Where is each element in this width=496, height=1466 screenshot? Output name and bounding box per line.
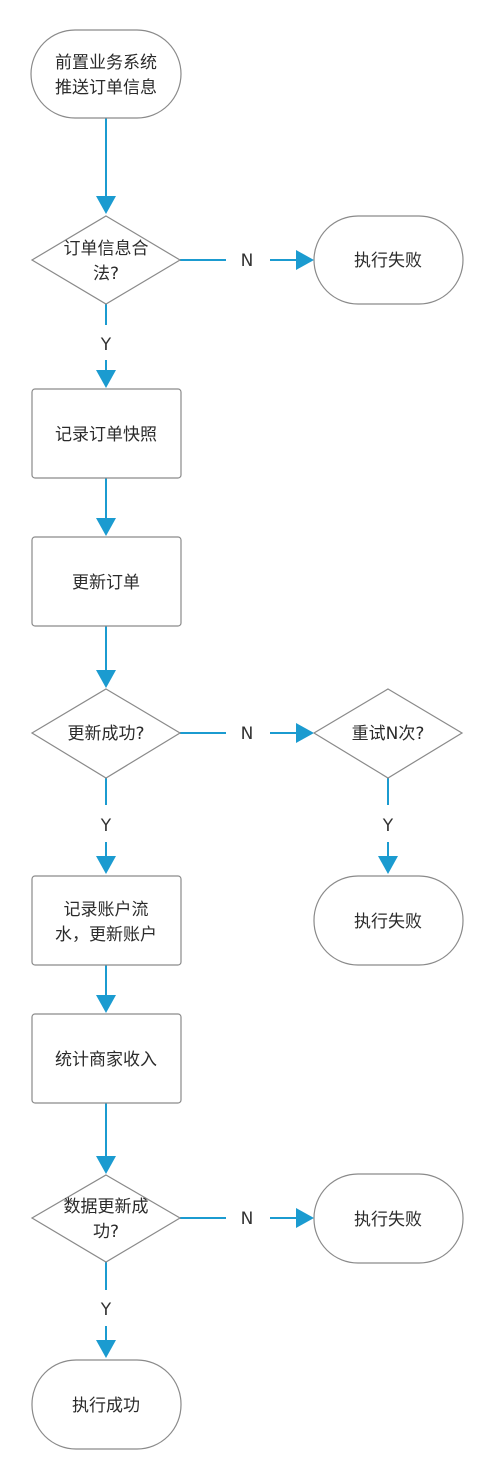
decision-diamond <box>312 688 464 779</box>
process-box <box>31 1013 182 1104</box>
arrowhead <box>296 1208 314 1228</box>
decision-update-success-label: 更新成功? <box>67 724 144 744</box>
decision-data-success: 数据更新成 功? <box>30 1174 182 1263</box>
process-merchant-income: 统计商家收入 <box>31 1013 182 1104</box>
node-fail-1: 执行失败 <box>313 215 464 305</box>
arrowhead <box>96 196 116 214</box>
decision-retry-label: 重试N次? <box>352 724 425 744</box>
branch-label-retry-yes: Y <box>382 816 394 836</box>
process-order-snapshot: 记录订单快照 <box>31 388 182 479</box>
arrowhead <box>96 856 116 874</box>
arrowhead <box>378 856 398 874</box>
process-box <box>31 536 182 627</box>
process-account-ledger-line1: 记录账户流 <box>64 900 149 920</box>
node-fail-2-label: 执行失败 <box>354 912 422 932</box>
connectors <box>96 118 398 1358</box>
branch-label-validity-yes: Y <box>100 335 112 355</box>
arrowhead <box>96 1156 116 1174</box>
terminator-shape <box>30 29 182 119</box>
node-fail-2: 执行失败 <box>313 875 464 966</box>
process-update-order: 更新订单 <box>31 536 182 627</box>
arrowhead <box>296 250 314 270</box>
node-fail-3-label: 执行失败 <box>354 1210 422 1230</box>
decision-diamond <box>30 688 182 779</box>
process-account-ledger-line2: 水，更新账户 <box>55 925 157 945</box>
decision-retry: 重试N次? <box>312 688 464 779</box>
node-success: 执行成功 <box>31 1359 182 1450</box>
decision-data-success-line2: 功? <box>93 1222 119 1242</box>
branch-label-validity-no: N <box>241 251 254 271</box>
arrowhead <box>96 995 116 1013</box>
terminator-shape <box>313 875 464 966</box>
decision-order-valid: 订单信息合 法? <box>30 215 182 305</box>
branch-label-data-yes: Y <box>100 1300 112 1320</box>
branch-labels: N Y N Y Y N Y <box>100 251 394 1320</box>
process-update-order-label: 更新订单 <box>72 573 140 593</box>
process-account-ledger: 记录账户流 水，更新账户 <box>31 875 182 966</box>
arrowhead <box>96 670 116 688</box>
decision-diamond <box>30 215 182 305</box>
branch-label-data-no: N <box>241 1209 254 1229</box>
terminator-shape <box>313 215 464 305</box>
branch-label-update-no: N <box>241 724 254 744</box>
node-start-line2: 推送订单信息 <box>55 78 157 98</box>
process-box <box>31 388 182 479</box>
branch-label-update-yes: Y <box>100 816 112 836</box>
process-order-snapshot-label: 记录订单快照 <box>55 425 157 445</box>
arrowhead <box>96 1340 116 1358</box>
node-fail-3: 执行失败 <box>313 1173 464 1264</box>
decision-order-valid-line1: 订单信息合 <box>64 239 149 259</box>
terminator-shape <box>31 1359 182 1450</box>
decision-order-valid-line2: 法? <box>93 264 119 284</box>
arrowhead <box>96 518 116 536</box>
process-merchant-income-label: 统计商家收入 <box>55 1050 157 1070</box>
arrowhead <box>96 370 116 388</box>
node-start: 前置业务系统 推送订单信息 <box>30 29 182 119</box>
arrowhead <box>296 723 314 743</box>
process-box <box>31 875 182 966</box>
decision-data-success-line1: 数据更新成 <box>64 1197 149 1217</box>
decision-update-success: 更新成功? <box>30 688 182 779</box>
node-fail-1-label: 执行失败 <box>354 251 422 271</box>
terminator-shape <box>313 1173 464 1264</box>
decision-diamond <box>30 1174 182 1263</box>
node-start-line1: 前置业务系统 <box>55 53 157 73</box>
node-success-label: 执行成功 <box>72 1396 140 1416</box>
